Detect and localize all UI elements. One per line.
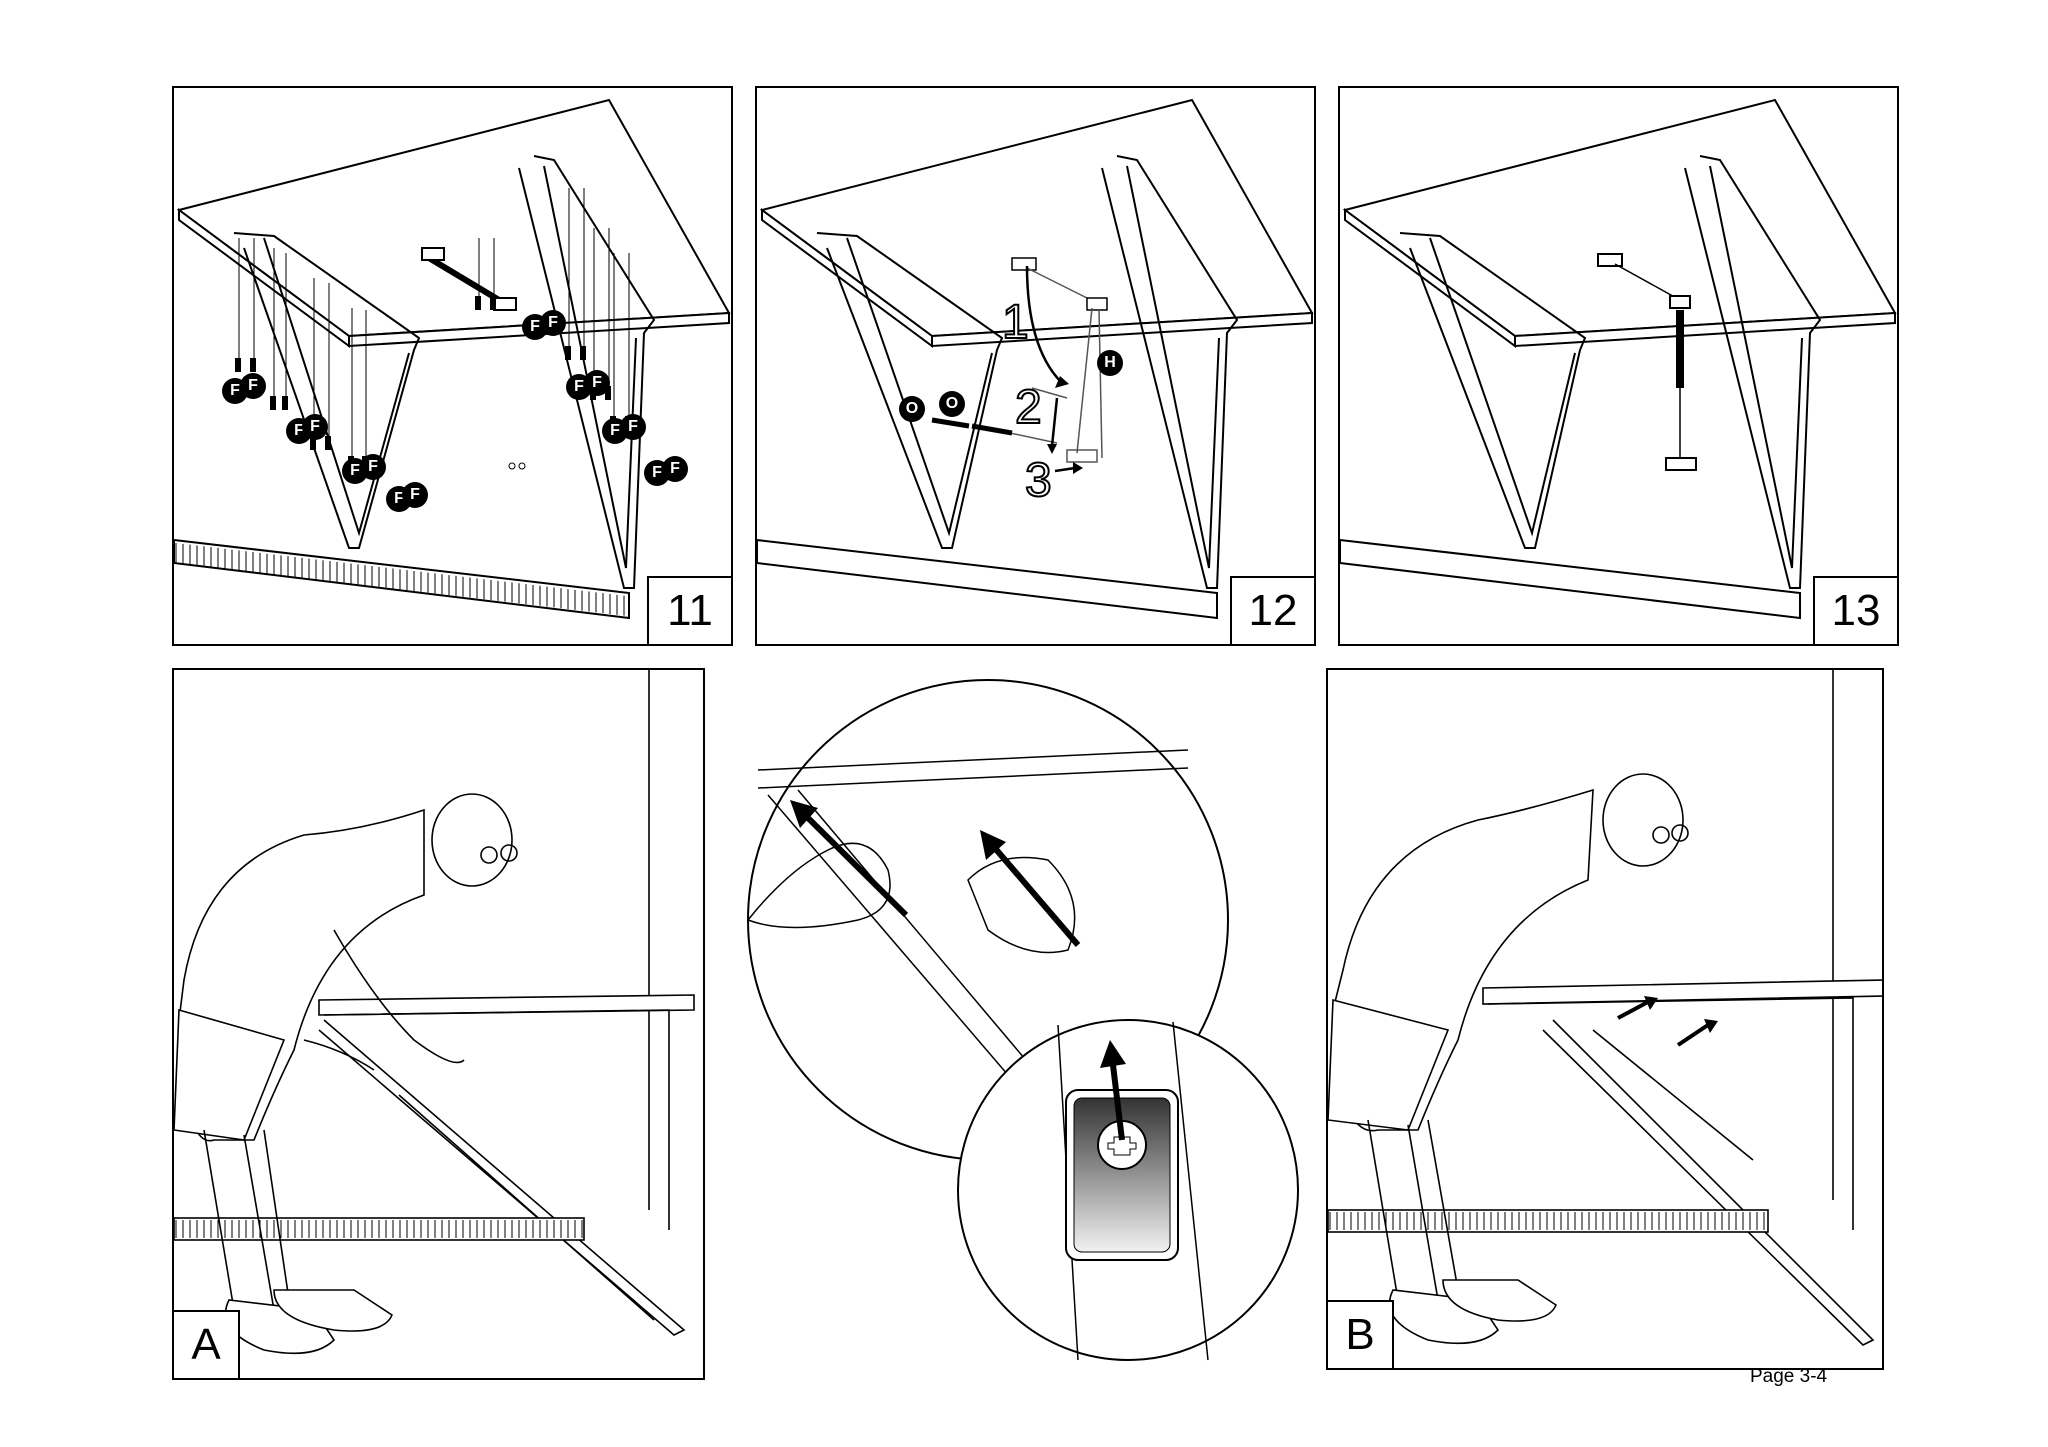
- step-2-label: 2: [1015, 381, 1042, 434]
- figure-b-panel: B: [1326, 668, 1884, 1370]
- step-3-label: 3: [1025, 454, 1052, 507]
- figure-a-panel: A: [172, 668, 705, 1380]
- screw-f-badge: F: [662, 456, 688, 482]
- screw-f-badge: F: [360, 454, 386, 480]
- figure-letter-box: A: [174, 1310, 240, 1378]
- step-11-drawing: [174, 98, 731, 620]
- screw-f-badge: F: [620, 414, 646, 440]
- step-number-box: 13: [1813, 576, 1897, 644]
- screw-f-badge: F: [240, 373, 266, 399]
- page-number: Page 3-4: [1750, 1366, 1828, 1387]
- figure-b-drawing: [1328, 670, 1882, 1346]
- screw-f-badge: F: [584, 370, 610, 396]
- step-12-drawing: 1 2 3: [757, 98, 1314, 620]
- screw-f-badge: F: [302, 414, 328, 440]
- step-number-box: 11: [647, 576, 731, 644]
- step-11-panel: F F F F F F F F F F F F F F F F 11: [172, 86, 733, 646]
- figure-letter-box: B: [1328, 1300, 1394, 1368]
- bolt-o-badge: O: [899, 396, 925, 422]
- step-number-box: 12: [1230, 576, 1314, 644]
- screw-f-badge: F: [540, 310, 566, 336]
- step-13-panel: 13: [1338, 86, 1899, 646]
- detail-callout: [746, 679, 1299, 1361]
- figure-a-drawing: [174, 670, 695, 1355]
- step-12-panel: 1 2 3 O O H 12: [755, 86, 1316, 646]
- step-13-drawing: [1340, 98, 1897, 620]
- bolt-o-badge: O: [939, 391, 965, 417]
- screw-f-badge: F: [402, 482, 428, 508]
- step-1-label: 1: [1002, 296, 1029, 349]
- gas-spring-h-badge: H: [1097, 350, 1123, 376]
